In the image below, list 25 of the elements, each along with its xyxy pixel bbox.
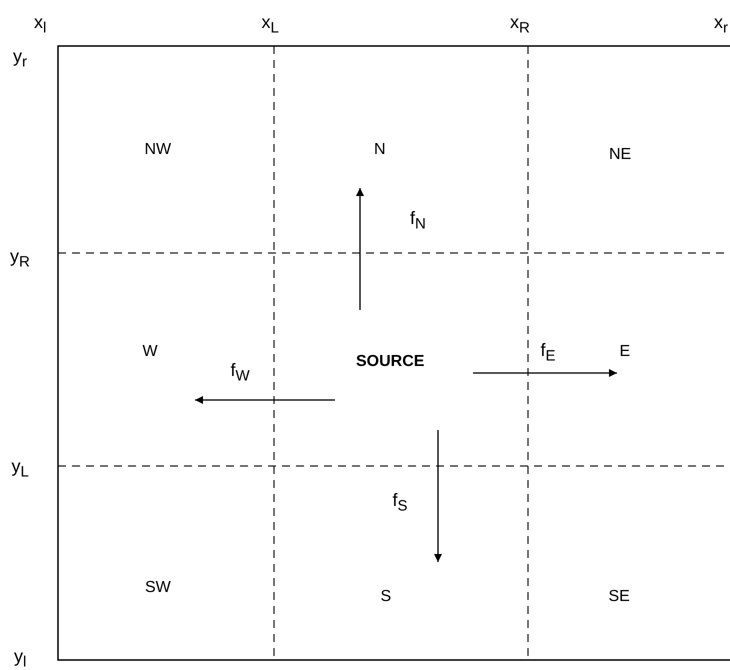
edge-label: f$_{W}$: [230, 361, 250, 386]
arrow: [356, 188, 364, 310]
axis-label: x$_{L}$: [262, 13, 279, 38]
region-label: N: [374, 141, 386, 159]
axis-label: x$_{r}$: [714, 13, 728, 38]
axis-label: y$_{L}$: [12, 457, 29, 482]
arrow: [473, 369, 617, 377]
arrow: [195, 396, 335, 404]
region-label: SW: [145, 579, 171, 597]
edge-label: f$_{S}$: [392, 491, 408, 516]
region-label: NW: [144, 141, 172, 159]
region-label: SE: [608, 588, 630, 606]
axis-label: x$_{R}$: [510, 13, 530, 38]
arrow: [434, 430, 442, 562]
axis-label: y$_{l}$: [14, 647, 26, 670]
region-label: W: [142, 343, 158, 361]
source-label: SOURCE: [356, 353, 424, 371]
axis-label: x$_{l}$: [34, 13, 46, 38]
region-label: E: [620, 343, 630, 361]
region-label: S: [380, 588, 392, 606]
axis-label: y$_{r}$: [13, 47, 27, 72]
region-label: NE: [609, 146, 632, 164]
edge-label: f$_{E}$: [540, 341, 556, 366]
edge-label: f$_{N}$: [410, 209, 426, 234]
axis-label: y$_{R}$: [10, 247, 30, 272]
